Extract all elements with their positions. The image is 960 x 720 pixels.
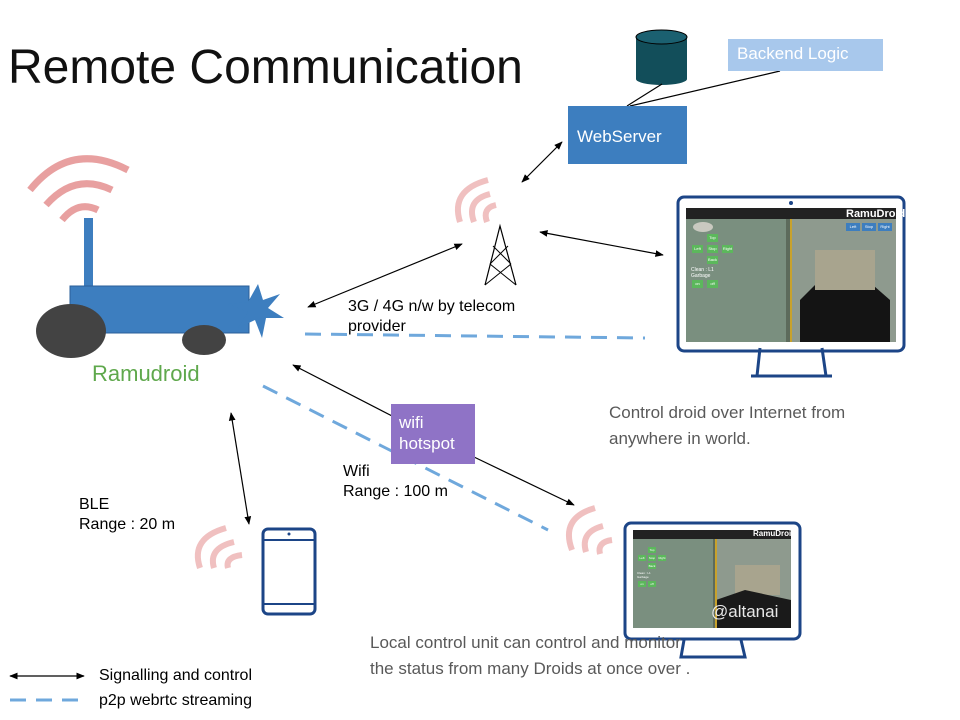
tower-webserver-arrow — [521, 141, 563, 183]
screen-status-line2: Garbage — [691, 273, 711, 279]
robot-icon — [27, 155, 284, 358]
screen-btn-stop: Stop — [862, 223, 876, 231]
robot-tower-arrow — [307, 243, 463, 308]
page-title: Remote Communication — [8, 41, 523, 94]
ble-line2: Range : 20 m — [79, 516, 176, 533]
local-status-line2: Garbage — [637, 575, 649, 579]
local-pad-right: Right — [658, 555, 666, 561]
wifi-range-line2: Range : 100 m — [343, 483, 448, 500]
local-caption: Local control unit can control and monit… — [370, 630, 690, 682]
telecom-line1: 3G / 4G n/w by telecom — [348, 298, 516, 315]
internet-caption-line2: anywhere in world. — [609, 429, 751, 448]
phone-icon — [194, 525, 317, 616]
local-screen-status: Clean : L1 Garbage — [637, 571, 651, 579]
screen-btn-off: off — [707, 280, 718, 288]
webserver-label: WebServer — [577, 127, 662, 146]
webserver-backend-link — [629, 70, 781, 107]
hotspot-laptop-arrow — [473, 456, 575, 506]
internet-caption-line1: Control droid over Internet from — [609, 403, 846, 422]
legend-streaming-label: p2p webrtc streaming — [99, 692, 252, 709]
backend-logic-label: Backend Logic — [737, 44, 849, 63]
webserver-box: WebServer — [568, 106, 687, 164]
monitor-screen-title: RamuDroid — [846, 208, 906, 220]
local-status-line1: Clean : L1 — [637, 571, 651, 575]
wifi-range-line1: Wifi — [343, 463, 370, 480]
local-btn-off: off — [648, 581, 656, 587]
screen-pad-left: Left — [692, 245, 703, 253]
local-btn-on: on — [638, 581, 646, 587]
screen-pad-back: Back — [707, 256, 718, 264]
monitor-icon — [676, 195, 906, 378]
wifi-hotspot-line1: wifi — [399, 413, 424, 432]
screen-pad-stop: Stop — [707, 245, 718, 253]
telecom-label: 3G / 4G n/w by telecom provider — [348, 297, 515, 337]
wifi-hotspot-line2: hotspot — [399, 434, 455, 453]
local-caption-line2: the status from many Droids at once over… — [370, 659, 691, 678]
ble-label: BLE Range : 20 m — [79, 495, 175, 535]
robot-phone-arrow — [228, 412, 252, 525]
local-monitor-icon — [565, 505, 802, 659]
local-pad-stop: Stop — [648, 555, 656, 561]
tower-monitor-arrow — [539, 230, 664, 257]
local-screen-title: RamuDroid — [753, 529, 797, 538]
screen-status-line1: Clean : L1 — [691, 267, 714, 273]
webserver-db-link — [626, 83, 663, 107]
watermark: @altanai — [711, 602, 779, 621]
database-icon — [635, 29, 688, 85]
wifi-range-label: Wifi Range : 100 m — [343, 462, 448, 502]
stream-internet-line — [304, 332, 646, 340]
telecom-line2: provider — [348, 318, 406, 335]
screen-btn-right: Right — [878, 223, 892, 231]
ble-line1: BLE — [79, 496, 110, 513]
backend-logic-box: Backend Logic — [728, 39, 883, 71]
screen-pad-right: Right — [722, 245, 733, 253]
screen-status: Clean : L1 Garbage — [691, 267, 714, 279]
cell-tower-icon — [454, 177, 517, 286]
legend-signalling-label: Signalling and control — [99, 667, 252, 684]
wifi-hotspot-box: wifi hotspot — [391, 404, 475, 464]
local-caption-line1: Local control unit can control and monit… — [370, 633, 681, 652]
screen-btn-on: on — [692, 280, 703, 288]
screen-pad-top: Top — [707, 234, 718, 242]
local-pad-top: Top — [648, 547, 656, 553]
robot-label: Ramudroid — [92, 361, 200, 386]
local-pad-left: Left — [638, 555, 646, 561]
local-pad-back: Back — [648, 563, 656, 569]
hotspot-robot-arrow — [292, 364, 397, 419]
internet-caption: Control droid over Internet from anywher… — [609, 400, 845, 452]
screen-btn-left: Left — [846, 223, 860, 231]
